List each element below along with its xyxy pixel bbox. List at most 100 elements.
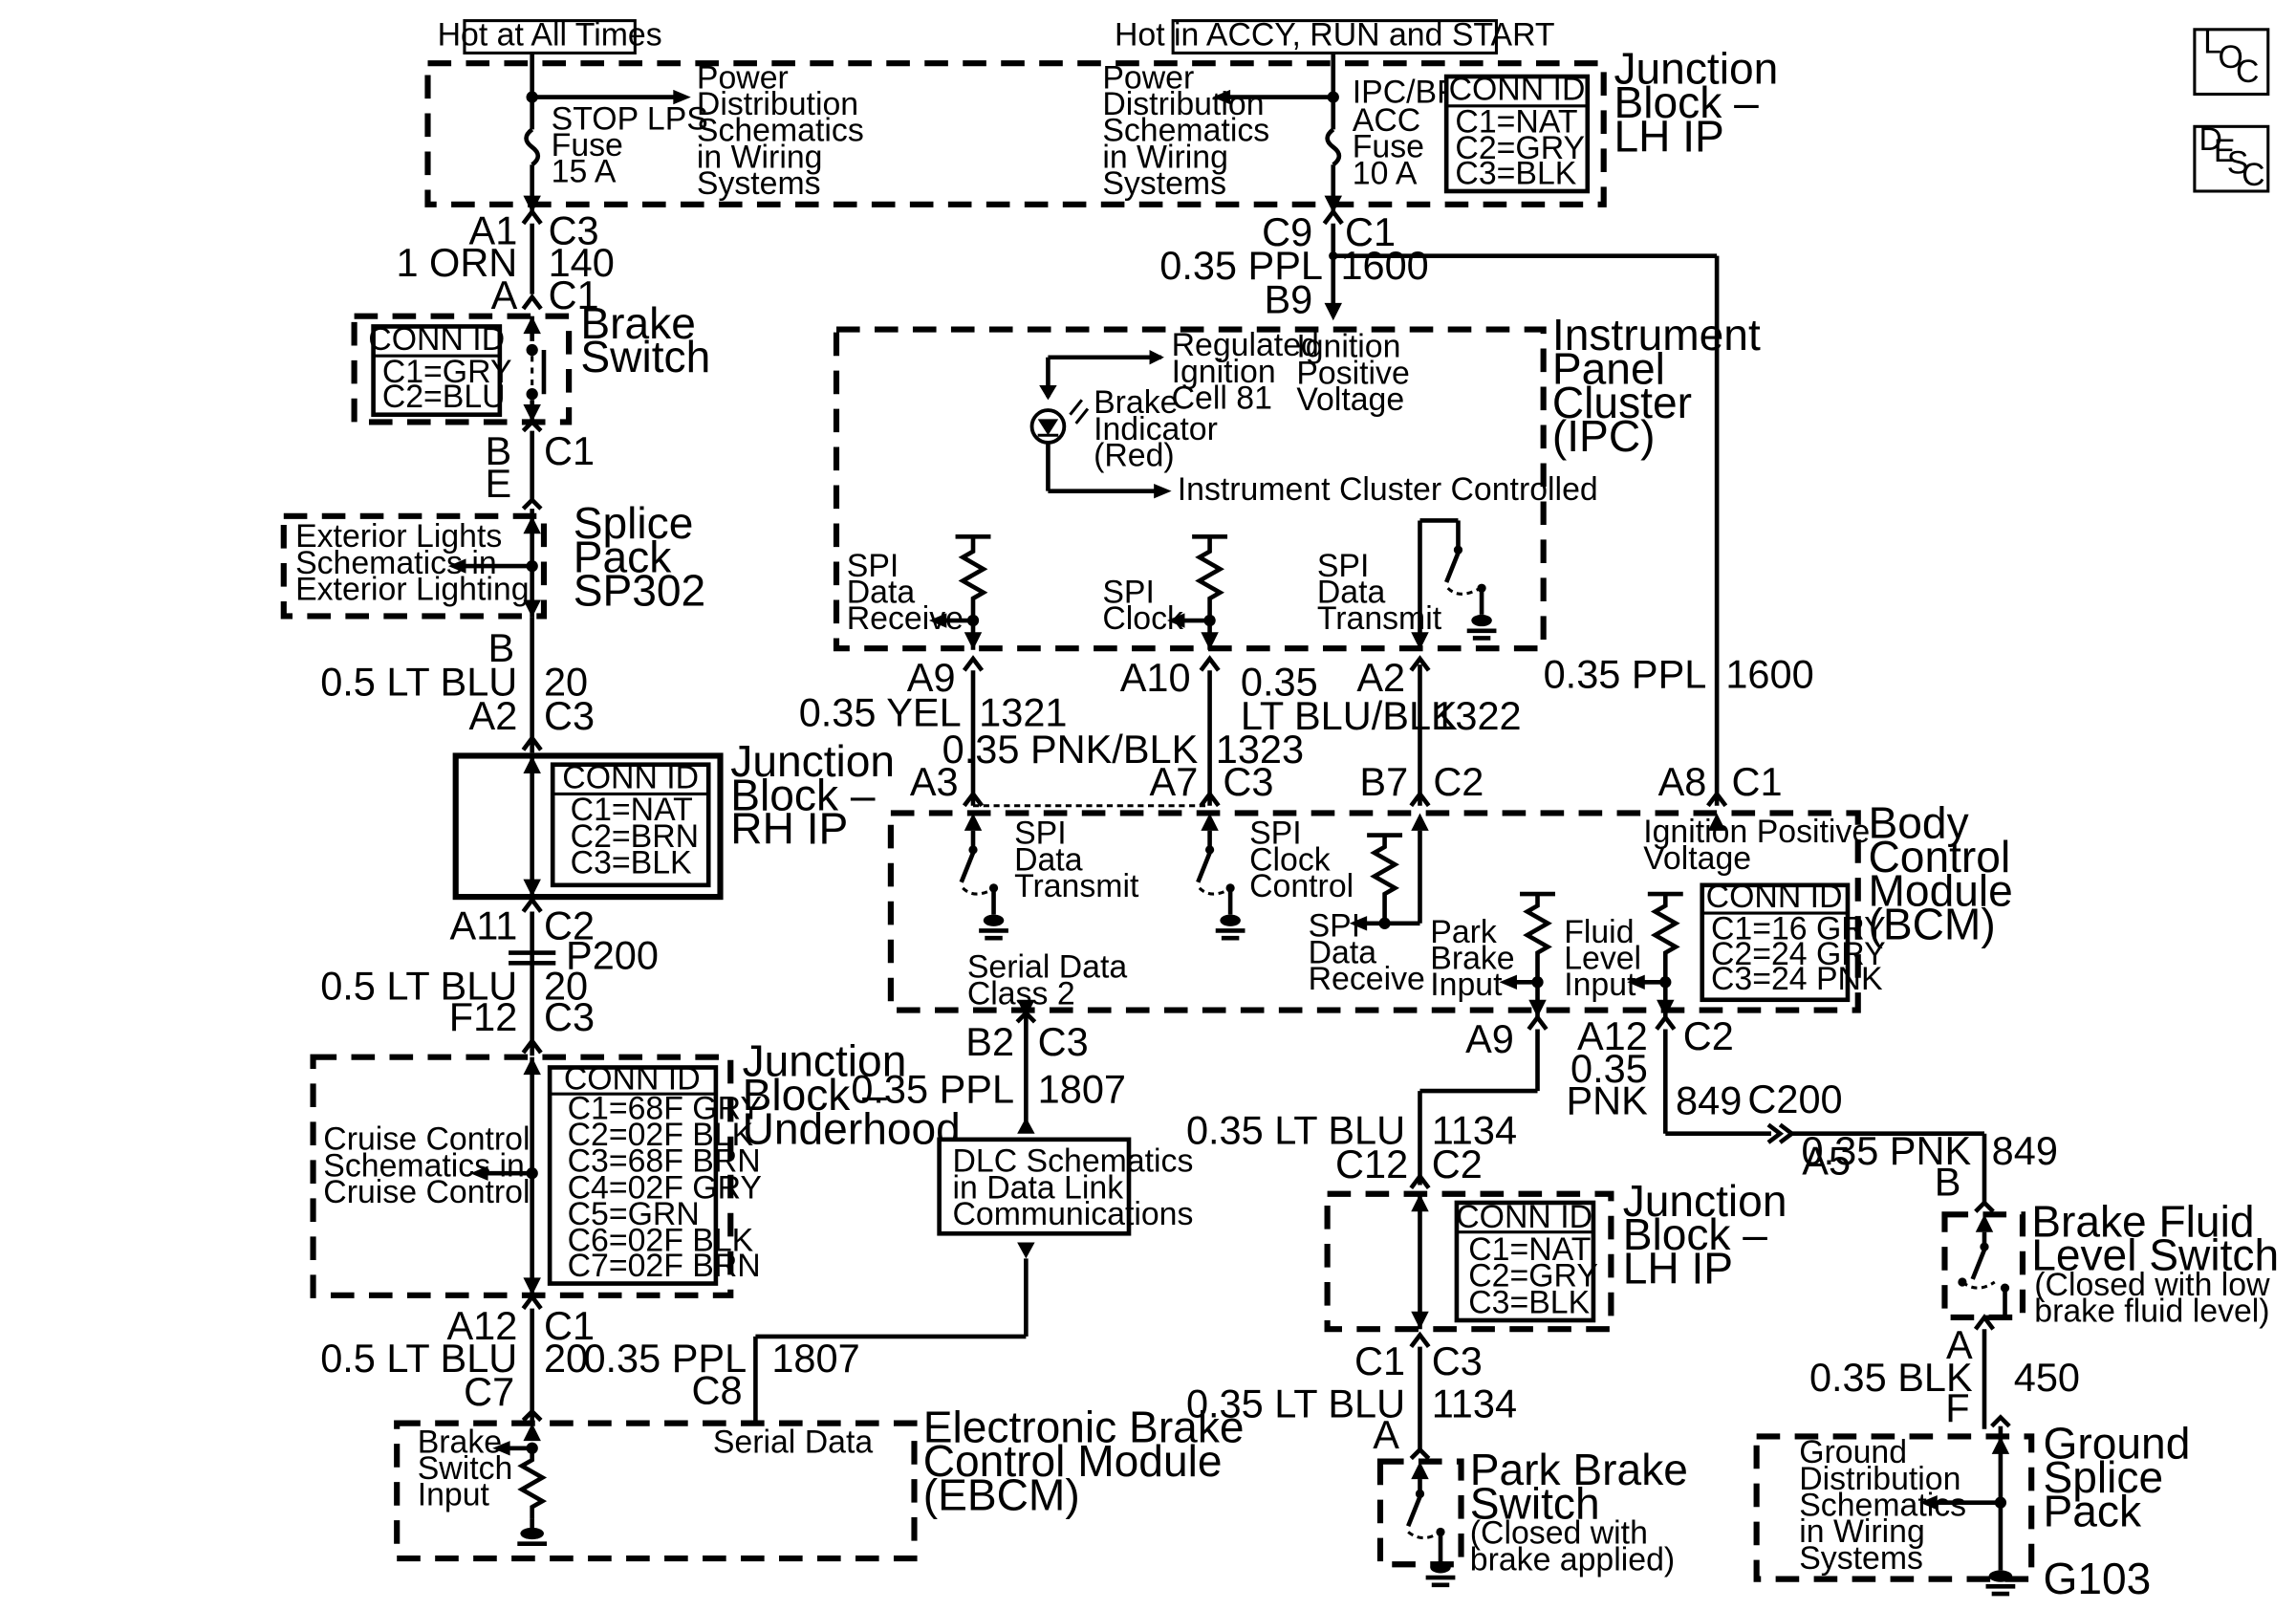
wire-lt-blu-1134b: 0.35 LT BLU [1186,1381,1405,1425]
ipc-box [833,326,1547,652]
conn-id-jb-lh-top: CONN ID C1=NAT C2=GRY C3=BLK [1443,72,1591,194]
transistor-switch-icon [1196,852,1212,883]
pin-a9-bcm: A9 [1465,1016,1514,1061]
pin-a1: A1 [469,207,518,252]
ipc-spi-data-receive-label: SPI Data Receive [847,548,964,637]
svg-text:C7=02F BRN: C7=02F BRN [568,1248,761,1284]
circuit-1134: 1134 [1432,1107,1517,1152]
circuit-1600: 1600 [1340,243,1428,288]
svg-text:Positive: Positive [1296,355,1409,391]
svg-text:Communications: Communications [952,1196,1193,1232]
resistor-icon [1523,894,1552,983]
svg-text:Ignition: Ignition [1296,329,1400,365]
svg-text:15 A: 15 A [552,154,617,190]
circuit-20c: 20 [544,1336,588,1381]
svg-text:Control: Control [1249,868,1354,904]
svg-text:SPI: SPI [1014,816,1067,852]
svg-text:Cruise Control: Cruise Control [323,1174,530,1210]
arrow-left-icon [470,1165,488,1181]
bcm-title: Body Control Module (BCM) [1869,798,2013,949]
conn-id-jb-underhood: CONN ID C1=68F GRY C2=02F BLK C3=68F BRN… [547,1061,762,1286]
ebcm-serial-data-label: Serial Data [713,1424,874,1460]
brake-switch-input-label: Brake Switch Input [418,1424,513,1512]
svg-text:Body: Body [1869,798,1969,848]
junction-block-rh-title: Junction Block – RH IP [730,736,895,854]
svg-text:C3=68F BRN: C3=68F BRN [568,1143,761,1180]
circuit-140: 140 [549,240,615,285]
svg-text:Voltage: Voltage [1296,381,1404,418]
hot-accy-box [1171,19,1498,54]
pin-a11: A11 [450,903,518,948]
brake-switch-box [351,313,573,425]
svg-text:10 A: 10 A [1353,155,1418,191]
regulated-ignition-label: Regulated Ignition Cell 81 [1172,327,1319,416]
pin-c8: C8 [692,1368,743,1413]
svg-text:Data: Data [847,575,916,611]
bcm-spi-data-receive-label: SPI Data Receive [1309,908,1425,997]
svg-text:(Closed with low: (Closed with low [2034,1267,2270,1303]
svg-text:Distribution: Distribution [1102,86,1264,122]
svg-text:C6=02F BLK: C6=02F BLK [568,1223,754,1259]
circuit-1321: 1321 [979,690,1067,735]
wire-lt-blu-blk: LT BLU/BLK [1241,693,1458,738]
svg-text:C2=GRY: C2=GRY [1455,130,1585,166]
pin-c2-bcm: C2 [1433,759,1484,804]
svg-text:SPI: SPI [1102,575,1155,611]
svg-text:Systems: Systems [697,165,821,202]
pin-a7: A7 [1150,759,1199,804]
circuit-1807-ebcm: 1807 [771,1336,859,1381]
ground-icon [1985,1570,2016,1597]
svg-text:Level Switch: Level Switch [2031,1230,2279,1280]
pin-f12: F12 [449,994,518,1039]
svg-text:STOP LPS: STOP LPS [552,100,708,137]
svg-text:Park: Park [1430,914,1497,950]
ignition-positive-voltage-label-ipc: Ignition Positive Voltage [1296,329,1409,418]
pin-c3-dlc: C3 [1038,1019,1089,1064]
svg-text:Splice: Splice [574,498,694,548]
svg-text:Power: Power [1102,59,1194,96]
bcm-box [887,810,1861,1013]
svg-text:Class 2: Class 2 [967,975,1075,1012]
svg-text:Schematics in: Schematics in [295,545,497,581]
svg-text:C1=NAT: C1=NAT [1468,1231,1591,1268]
svg-text:(IPC): (IPC) [1552,411,1656,461]
junction-block-underhood-title: Junction Block – Underhood [743,1036,961,1154]
circuit-1807-dlc: 1807 [1038,1066,1126,1111]
pin-a3: A3 [910,759,959,804]
junction-block-lh-ip-lower [1324,1190,1614,1333]
wire-pnk-blk: 0.35 PNK/BLK [942,727,1199,772]
svg-text:Junction: Junction [730,736,895,786]
gauge-035: 0.35 [1241,659,1318,704]
pin-c2-bcm2: C2 [1683,1013,1734,1058]
svg-text:Schematics: Schematics [697,113,864,149]
svg-text:Ground: Ground [1799,1434,1907,1470]
ground-icon [1425,1561,1456,1588]
svg-text:Ignition Positive: Ignition Positive [1643,814,1870,850]
bcm-spi-data-transmit-label: SPI Data Transmit [1014,816,1139,904]
svg-text:DLC Schematics: DLC Schematics [952,1143,1193,1180]
pin-a2-ipc: A2 [1356,655,1405,700]
ground-icon [517,1518,548,1547]
svg-text:Module: Module [1869,865,2013,915]
svg-text:CONN ID: CONN ID [564,1061,701,1098]
svg-text:C2=02F BLK: C2=02F BLK [568,1117,754,1153]
circuit-1134b: 1134 [1432,1381,1517,1425]
pin-a12-bcm: A12 [1577,1013,1648,1058]
exterior-lights-label: Exterior Lights Schematics in Exterior L… [295,518,529,607]
pin-b-bfl: B [1935,1159,1961,1204]
wire-yel: 0.35 YEL [799,690,962,735]
pin-b: B [485,428,511,473]
svg-text:Electronic Brake: Electronic Brake [923,1403,1245,1452]
pin-c12: C12 [1335,1142,1408,1186]
svg-text:CONN ID: CONN ID [1456,1199,1592,1235]
circuit-849b: 849 [1992,1128,2058,1173]
loc-icon[interactable]: LOC [2193,24,2270,97]
brake-fluid-level-switch-note: (Closed with low brake fluid level) [2034,1267,2270,1330]
ipc-title: Instrument Panel Cluster (IPC) [1552,310,1761,461]
ground-splice-pack-title: Ground Splice Pack [2044,1419,2191,1536]
svg-text:C1=68F GRY: C1=68F GRY [568,1090,762,1126]
svg-text:in Data Link: in Data Link [952,1169,1123,1206]
pin-a2: A2 [469,693,518,738]
svg-text:Regulated: Regulated [1172,327,1319,363]
